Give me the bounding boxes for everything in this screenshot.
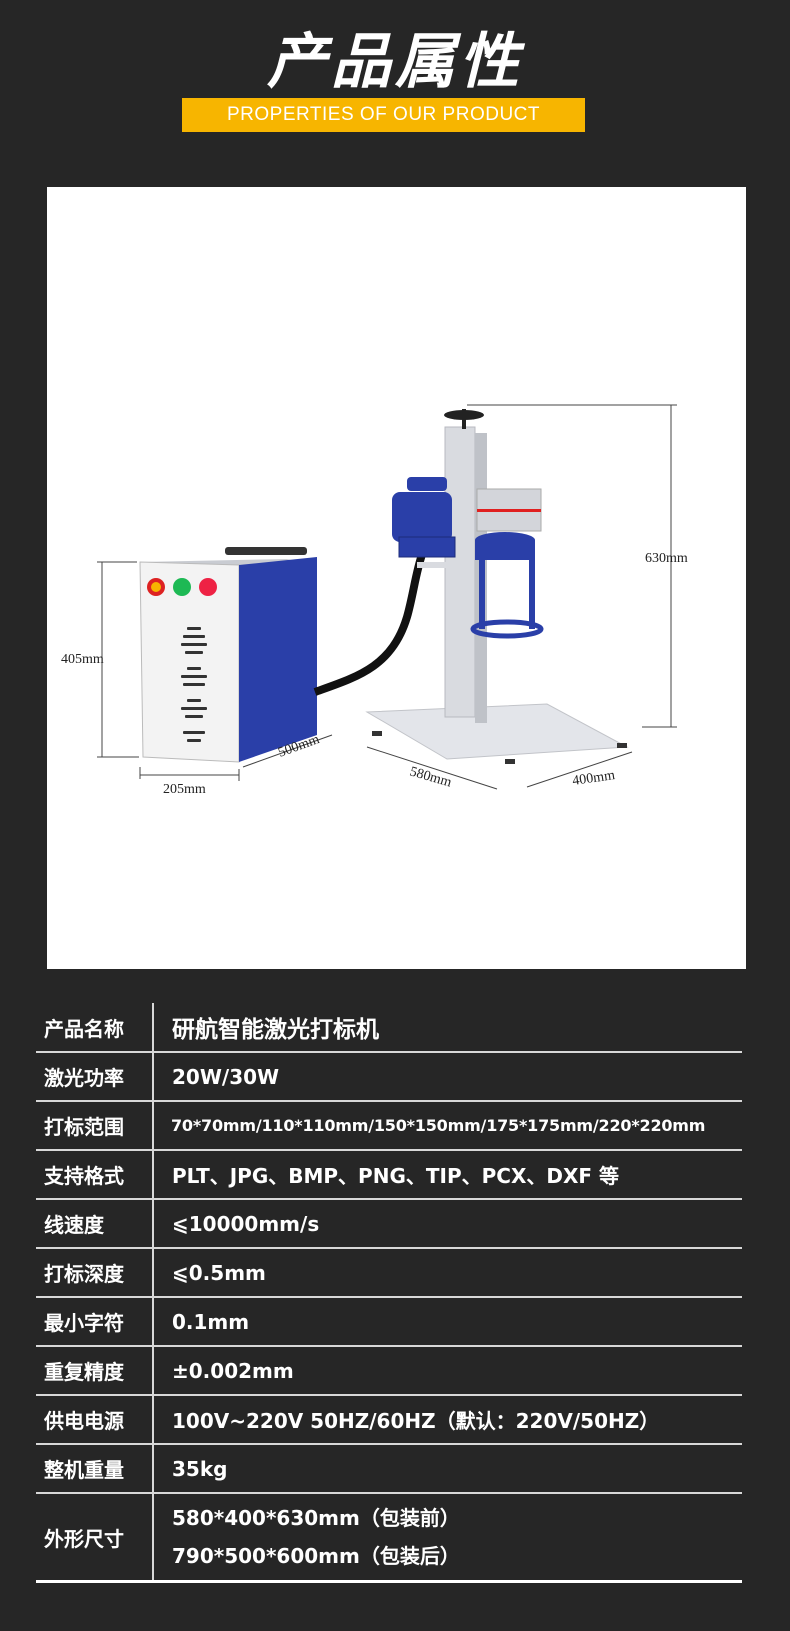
spec-label: 产品名称 (44, 1016, 124, 1041)
laser-source-top-shape (407, 477, 447, 491)
spec-value-line: 790*500*600mm（包装后） (172, 1544, 460, 1568)
spec-label: 最小字符 (44, 1311, 124, 1335)
spec-label: 外形尺寸 (44, 1526, 124, 1551)
foot-shape-3 (617, 743, 627, 748)
column-divider (152, 1347, 154, 1394)
foot-shape (372, 731, 382, 736)
dim-width-box-label: 205mm (163, 782, 206, 797)
spec-value: 20W/30W (172, 1064, 280, 1089)
handle-shape (225, 547, 307, 555)
green-button-shape (173, 578, 191, 596)
spec-table: 产品名称 研航智能激光打标机 激光功率 20W/30W 打标范围 70*70mm… (36, 1003, 742, 1583)
spec-row-marking-range: 打标范围 70*70mm/110*110mm/150*150mm/175*175… (36, 1102, 742, 1151)
spec-value: 70*70mm/110*110mm/150*150mm/175*175mm/22… (171, 1116, 706, 1135)
column-divider (152, 1003, 154, 1051)
column-divider (152, 1102, 154, 1149)
column-divider (152, 1494, 154, 1580)
spec-label: 支持格式 (44, 1164, 124, 1188)
spec-row-line-speed: 线速度 ⩽10000mm/s (36, 1200, 742, 1249)
spec-row-laser-power: 激光功率 20W/30W (36, 1053, 742, 1102)
spec-value: 研航智能激光打标机 (172, 1017, 379, 1043)
spec-label: 整机重量 (44, 1458, 124, 1482)
column-divider (152, 1053, 154, 1100)
spec-label: 激光功率 (44, 1066, 124, 1090)
base-plate-shape (365, 703, 629, 760)
tray-shape (417, 562, 467, 568)
spec-row-min-character: 最小字符 0.1mm (36, 1298, 742, 1347)
spec-value: ⩽10000mm/s (172, 1211, 320, 1236)
laser-marker-illustration: 405mm 205mm 500mm 580mm 400mm 630mm (61, 404, 688, 797)
cage-ring-shape (470, 619, 544, 639)
subtitle-banner: PROPERTIES OF OUR PRODUCT (182, 98, 585, 132)
dim-height-unit-label: 630mm (645, 551, 688, 566)
box-side-shape (239, 557, 317, 762)
emergency-ring-shape (151, 582, 161, 592)
spec-row-weight: 整机重量 35kg (36, 1445, 742, 1494)
spec-value: ±0.002mm (172, 1358, 294, 1383)
spec-row-repeat-accuracy: 重复精度 ±0.002mm (36, 1347, 742, 1396)
red-button-shape (199, 578, 217, 596)
spec-label: 打标深度 (44, 1262, 124, 1286)
cage-leg-shape-2 (529, 559, 535, 629)
spec-value: 0.1mm (172, 1309, 250, 1334)
product-image: 405mm 205mm 500mm 580mm 400mm 630mm (47, 187, 746, 969)
spec-row-dimensions: 外形尺寸 580*400*630mm（包装前） 790*500*600mm（包装… (36, 1494, 742, 1583)
dim-width-base-label: 400mm (571, 768, 616, 789)
spec-row-marking-depth: 打标深度 ⩽0.5mm (36, 1249, 742, 1298)
column-divider (152, 1298, 154, 1345)
spec-label: 线速度 (44, 1213, 104, 1237)
dim-length-base-label: 580mm (408, 764, 453, 790)
page-title: 产品属性 (267, 27, 523, 97)
spec-value: ⩽0.5mm (172, 1260, 266, 1285)
red-stripe-shape (477, 509, 541, 512)
dim-height-box-label: 405mm (61, 652, 104, 667)
column-divider (152, 1249, 154, 1296)
spec-value-line: 580*400*630mm（包装前） (172, 1506, 460, 1530)
spec-row-power-supply: 供电电源 100V~220V 50HZ/60HZ（默认：220V/50HZ） (36, 1396, 742, 1445)
column-divider (152, 1200, 154, 1247)
lens-body-shape (475, 540, 535, 560)
column-shape (444, 426, 476, 718)
spec-label: 供电电源 (44, 1409, 124, 1433)
vent-shapes (181, 627, 207, 742)
spec-label: 重复精度 (44, 1360, 124, 1384)
spec-value: 35kg (172, 1456, 228, 1481)
cage-leg-shape (479, 559, 485, 629)
column-divider (152, 1151, 154, 1198)
spec-value: 580*400*630mm（包装前） 790*500*600mm（包装后） (160, 1499, 460, 1575)
spec-row-product-name: 产品名称 研航智能激光打标机 (36, 1003, 742, 1053)
spec-label: 打标范围 (44, 1115, 124, 1139)
column-divider (152, 1396, 154, 1443)
foot-shape-2 (505, 759, 515, 764)
laser-source-shape (392, 492, 452, 542)
dimension-lines (97, 404, 677, 790)
spec-value: PLT、JPG、BMP、PNG、TIP、PCX、DXF 等 (172, 1164, 620, 1188)
crank-shape (444, 410, 484, 420)
column-divider (152, 1445, 154, 1492)
spec-value: 100V~220V 50HZ/60HZ（默认：220V/50HZ） (172, 1409, 660, 1433)
bracket-shape (398, 536, 456, 558)
spec-row-formats: 支持格式 PLT、JPG、BMP、PNG、TIP、PCX、DXF 等 (36, 1151, 742, 1200)
